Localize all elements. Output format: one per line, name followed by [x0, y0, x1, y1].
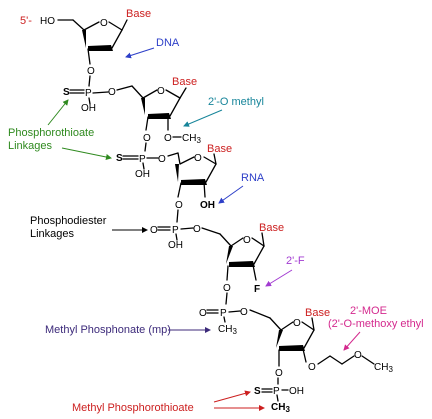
linkage-methyl-phosphorothioate [261, 388, 289, 402]
sugar-2-f [219, 232, 265, 281]
annotation-methyl-phosphonate: Methyl Phosphonate (mp) [45, 324, 171, 336]
p-methyl-4: CH3 [218, 324, 237, 336]
arrow-rna [218, 185, 244, 204]
base-label-3: Base [207, 143, 232, 155]
sugar-2-moe [269, 317, 375, 367]
linkage-methyl-phosphonate [206, 309, 271, 323]
oxygen-3prime-2: O [143, 133, 151, 144]
annotation-moe-line1: 2'-MOE [350, 305, 387, 317]
base-label-5: Base [305, 307, 330, 319]
arrow-2-f [265, 269, 293, 287]
annotation-2-f: 2'-F [286, 255, 305, 267]
annotation-phosphodiester-line1: Phosphodiester [30, 215, 107, 227]
arrow-2-o-methyl [183, 109, 223, 127]
bridge-oxygen-4: O [240, 307, 248, 318]
oh-5: OH [289, 386, 304, 397]
base-label-1: Base [126, 8, 151, 20]
annotation-phosphodiester-line2: Linkages [30, 228, 75, 240]
annotation-phosphorothioate-line1: Phosphorothioate [8, 127, 94, 139]
annotation-dna: DNA [156, 37, 180, 49]
oxygen-3prime-1: O [87, 66, 95, 77]
arrow-phosphorothioate-1 [47, 99, 69, 126]
linkage-phosphorothioate-1 [69, 85, 133, 105]
annotation-methyl-phosphorothioate: Methyl Phosphorothioate [72, 402, 194, 414]
phosphorus-1: P [85, 88, 92, 99]
arrow-phosphorothioate-2 [61, 147, 112, 160]
moe-methyl: CH3 [374, 362, 393, 374]
methoxy-oxygen-2: O [164, 133, 172, 144]
sugar-rna [175, 152, 217, 198]
oxygen-3prime-3: O [175, 200, 183, 211]
oh-3: OH [168, 240, 183, 251]
ho-label: HO [40, 16, 55, 27]
annotation-2-o-methyl: 2'-O methyl [208, 96, 264, 108]
moe-oxygen-2: O [354, 350, 362, 361]
ring-oxygen-1: O [100, 18, 108, 29]
bridge-oxygen-1: O [108, 87, 116, 98]
fluorine: F [254, 284, 260, 295]
linkage-phosphodiester [157, 226, 221, 241]
phosphorus-2: P [139, 154, 146, 165]
sulfur-5: S [254, 386, 261, 397]
sulfur-1: S [63, 87, 70, 98]
moe-oxygen-1: O [308, 362, 316, 373]
phosphorus-3: P [172, 225, 179, 236]
methyl-label: CH3 [182, 133, 201, 145]
ring-oxygen-4: O [243, 235, 251, 246]
ring-oxygen-2: O [157, 86, 165, 97]
ring-oxygen-5: O [293, 318, 301, 329]
oxo-oxygen-4: O [199, 308, 207, 319]
phosphorus-4: P [220, 308, 227, 319]
base-label-2: Base [172, 76, 197, 88]
sulfur-2: S [116, 153, 123, 164]
arrow-methyl-phosphorothioate-1 [213, 390, 251, 403]
linkage-phosphorothioate-2 [122, 152, 179, 170]
annotation-phosphorothioate-line2: Linkages [8, 140, 53, 152]
base-label-4: Base [259, 222, 284, 234]
sugar-dna [57, 19, 128, 65]
two-prime-oh: OH [200, 200, 215, 211]
oxo-oxygen-3: O [150, 225, 158, 236]
arrow-moe [343, 331, 361, 351]
oh-2: OH [135, 169, 150, 180]
p-methyl-5: CH3 [271, 402, 290, 414]
five-prime-label: 5'- [20, 15, 32, 27]
ring-oxygen-3: O [194, 153, 202, 164]
phosphorus-5: P [273, 386, 280, 397]
arrow-dna [125, 47, 155, 59]
annotation-rna: RNA [241, 172, 265, 184]
annotation-moe-line2: (2'-O-methoxy ethyl [328, 318, 424, 330]
oxygen-3prime-5: O [275, 368, 283, 379]
oh-1: OH [81, 103, 96, 114]
oxygen-3prime-4: O [223, 283, 231, 294]
bridge-oxygen-2: O [158, 154, 166, 165]
bridge-oxygen-3: O [193, 224, 201, 235]
sugar-2-o-methyl [131, 85, 187, 131]
